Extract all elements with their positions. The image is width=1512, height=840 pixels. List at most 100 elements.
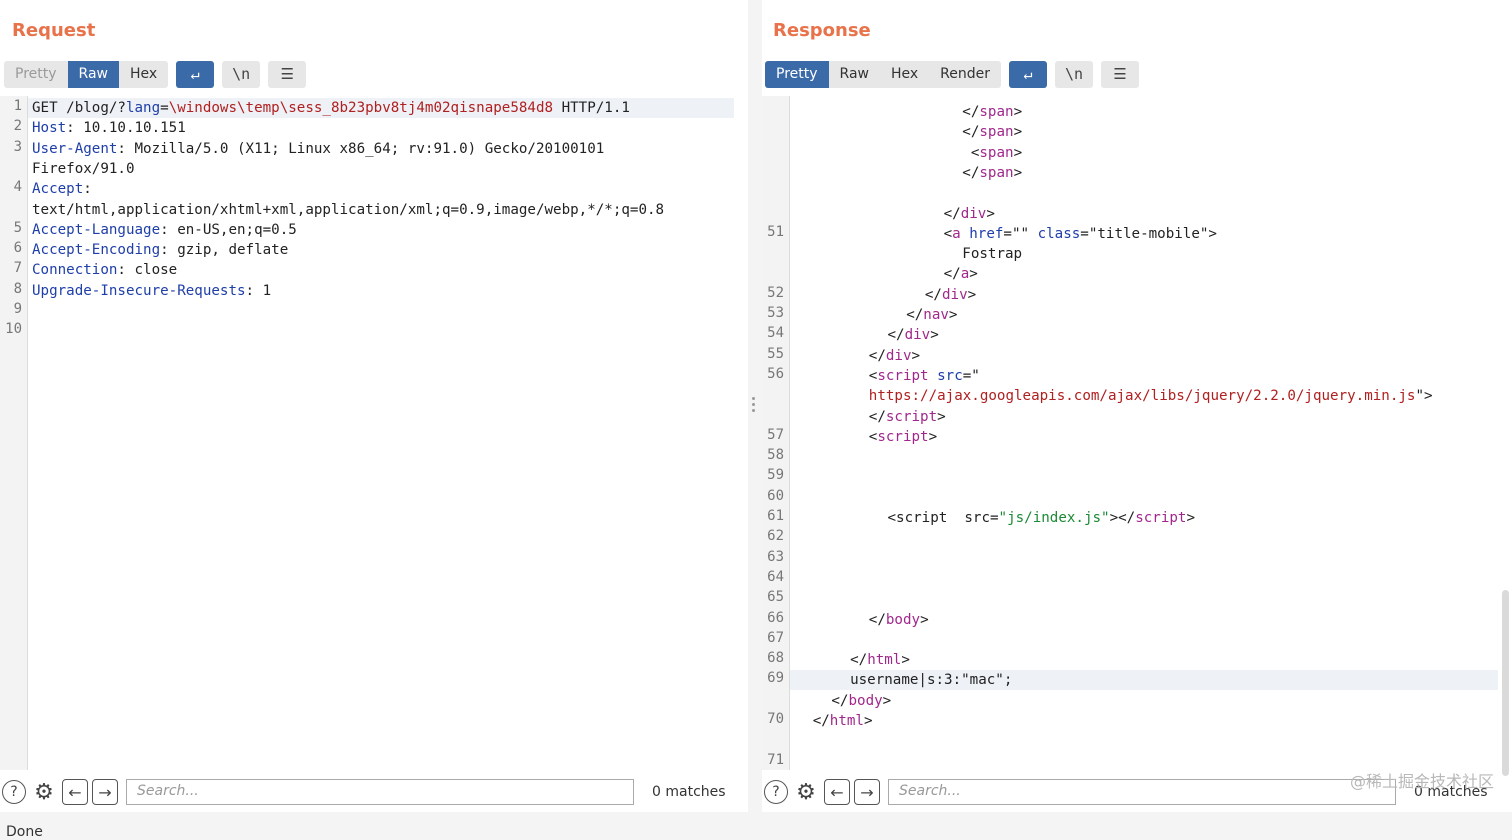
response-line-number: 68	[767, 650, 784, 667]
show-newlines-icon[interactable]: \n	[1055, 60, 1094, 88]
response-line-number: 66	[767, 609, 784, 626]
arrow-right-icon[interactable]: →	[854, 779, 880, 805]
help-icon[interactable]: ?	[2, 780, 26, 804]
show-newlines-icon[interactable]: \n	[222, 60, 261, 88]
response-tab-raw[interactable]: Raw	[839, 65, 869, 82]
response-line-number: 63	[767, 548, 784, 565]
response-line-number: 58	[767, 447, 784, 464]
response-code-line: </body>	[831, 692, 892, 709]
response-code-line: <script>	[868, 428, 938, 445]
response-code-line: </span>	[962, 164, 1023, 181]
request-code-line: Accept-Encoding: gzip, deflate	[32, 242, 289, 259]
response-code-line: </a>	[943, 266, 978, 283]
request-code-line: Host: 10.10.10.151	[32, 120, 186, 137]
request-code: GET /blog/?lang=\windows\temp\sess_8b23p…	[32, 96, 748, 770]
response-code-line: </div>	[943, 205, 995, 222]
response-footer: ? ⚙ ← → Search... 0 matches	[762, 774, 1512, 810]
request-code-line: Upgrade-Insecure-Requests: 1	[32, 282, 272, 299]
request-line-number: 4	[13, 179, 22, 196]
response-code-line: </nav>	[906, 307, 958, 323]
response-line-number: 60	[767, 487, 784, 504]
response-code-line: </script>	[868, 408, 946, 425]
response-code-line: </body>	[868, 611, 929, 628]
wrap-lines-icon[interactable]: ↵	[1009, 60, 1048, 88]
pane-divider-handle[interactable]	[752, 394, 756, 418]
response-tab-pretty[interactable]: Pretty	[765, 60, 829, 88]
response-scrollbar[interactable]	[1502, 590, 1509, 776]
request-line-number: 8	[13, 280, 22, 297]
request-line-number: 6	[13, 240, 22, 257]
response-code-line: <script src="	[868, 367, 980, 384]
request-code-line: GET /blog/?lang=\windows\temp\sess_8b23p…	[32, 100, 630, 116]
gear-icon[interactable]: ⚙	[796, 779, 816, 805]
response-code-line: <script src="js/index.js"></script>	[887, 510, 1196, 526]
response-code-line: </div>	[868, 347, 921, 364]
response-pane: Response Pretty Raw Hex Render ↵ \n ☰ 51…	[762, 0, 1512, 812]
response-code-line: </span>	[962, 124, 1023, 141]
response-line-number: 53	[767, 305, 784, 321]
arrow-right-icon[interactable]: →	[92, 779, 118, 805]
response-highlighted-line	[790, 670, 1498, 691]
arrow-left-icon[interactable]: ←	[824, 779, 850, 805]
request-line-number: 1	[13, 98, 22, 114]
request-line-number: 9	[13, 301, 22, 317]
response-search-input[interactable]: Search...	[888, 779, 1396, 805]
request-line-number: 3	[13, 138, 22, 155]
response-code-line: </div>	[924, 286, 977, 303]
wrap-lines-icon[interactable]: ↵	[176, 60, 215, 88]
request-code-line: text/html,application/xhtml+xml,applicat…	[32, 201, 665, 218]
response-line-number: 55	[767, 345, 784, 362]
menu-icon[interactable]: ☰	[268, 60, 307, 88]
request-search-input[interactable]: Search...	[126, 779, 634, 805]
response-code-line: Fostrap	[962, 246, 1023, 263]
response-tab-render[interactable]: Render	[940, 65, 991, 82]
request-tab-hex[interactable]: Hex	[129, 65, 158, 82]
response-line-number: 64	[767, 568, 784, 585]
request-code-line: Connection: close	[32, 262, 178, 279]
response-code: </span> </span> <span> </span> </div> <a hre…	[790, 96, 1512, 770]
status-text: Done	[6, 824, 43, 840]
request-code-line: Firefox/91.0	[32, 160, 135, 177]
response-code-line: </span>	[962, 104, 1023, 120]
request-code-line: Accept:	[32, 181, 92, 198]
request-line-number: 2	[13, 118, 22, 135]
request-title: Request	[12, 20, 96, 41]
request-code-line: Accept-Language: en-US,en;q=0.5	[32, 221, 297, 238]
response-code-line: username|s:3:"mac";	[850, 672, 1013, 689]
request-line-number: 10	[5, 321, 22, 338]
arrow-left-icon[interactable]: ←	[62, 779, 88, 805]
response-line-number: 54	[767, 325, 784, 342]
response-match-count: 0 matches	[1414, 784, 1488, 800]
response-view-tabs: Pretty Raw Hex Render	[765, 60, 1002, 88]
request-current-line	[28, 98, 734, 118]
response-line-number: 57	[767, 426, 784, 443]
request-match-count: 0 matches	[652, 784, 726, 800]
response-line-number: 52	[767, 284, 784, 301]
response-line-number: 71	[767, 751, 784, 768]
request-tab-pretty[interactable]: Pretty	[15, 65, 57, 82]
request-footer: ? ⚙ ← → Search... 0 matches	[0, 774, 748, 810]
response-code-line: <a href="" class="title-mobile">	[943, 225, 1217, 242]
response-tab-hex[interactable]: Hex	[890, 65, 919, 82]
request-code-line: User-Agent: Mozilla/5.0 (X11; Linux x86_…	[32, 140, 605, 157]
help-icon[interactable]: ?	[764, 780, 788, 804]
response-line-number: 65	[767, 589, 784, 606]
response-line-number: 62	[767, 528, 784, 545]
response-code-line: <span>	[962, 144, 1023, 161]
response-code-line: </html>	[812, 713, 873, 729]
response-code-line: </html>	[850, 652, 910, 669]
response-line-number: 70	[767, 711, 784, 727]
menu-icon[interactable]: ☰	[1101, 60, 1140, 88]
request-tab-raw[interactable]: Raw	[67, 60, 119, 88]
request-line-number: 7	[13, 260, 22, 277]
gear-icon[interactable]: ⚙	[34, 779, 54, 805]
response-code-line: </div>	[887, 327, 939, 344]
request-toolbar: Pretty Raw Hex ↵ \n ☰	[4, 60, 307, 88]
response-line-number: 59	[767, 467, 784, 484]
response-code-line: https://ajax.googleapis.com/ajax/libs/jq…	[868, 388, 1433, 405]
